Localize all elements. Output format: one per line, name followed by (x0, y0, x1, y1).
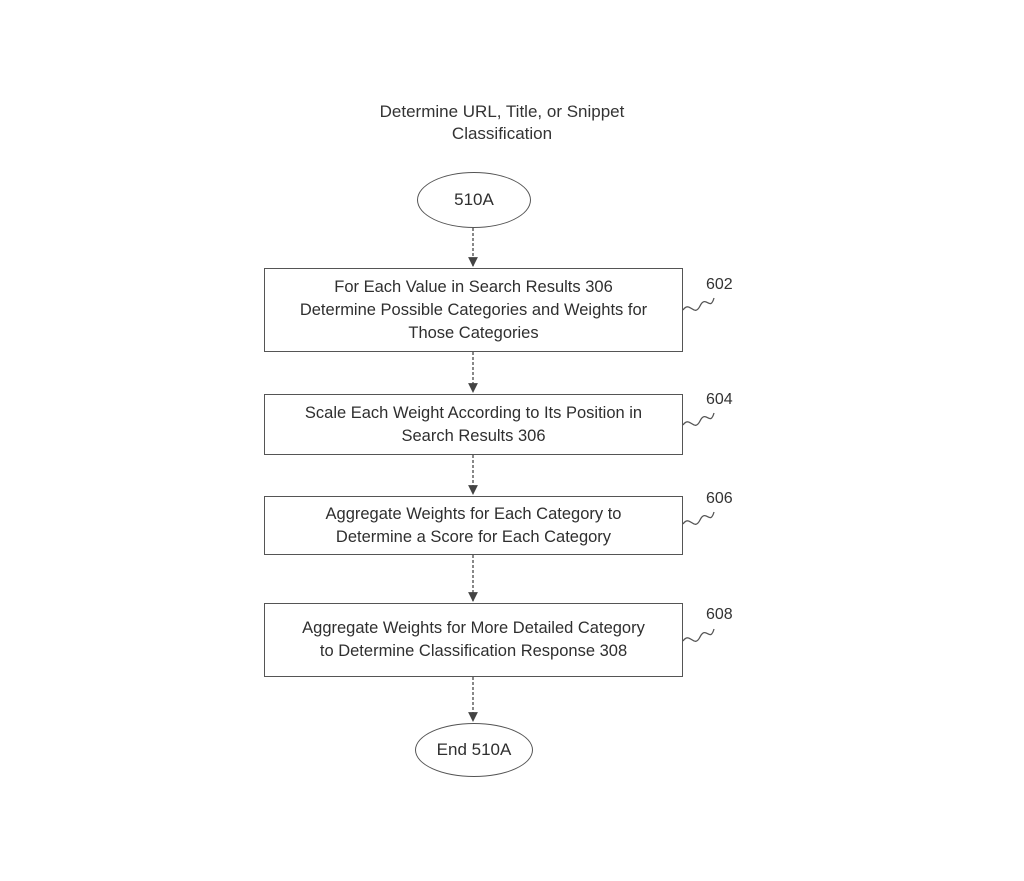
process-box-604: Scale Each Weight According to Its Posit… (264, 394, 683, 455)
process-608-line-1: Aggregate Weights for More Detailed Cate… (302, 619, 645, 637)
process-608-line-2: to Determine Classification Response 308 (319, 642, 628, 660)
process-606-line-1: Aggregate Weights for Each Category to (325, 504, 622, 523)
process-box-608: Aggregate Weights for More Detailed Cate… (264, 603, 683, 677)
process-602-line-2: Determine Possible Categories and Weight… (299, 300, 648, 319)
process-602-line-3: Those Categories (408, 323, 539, 342)
reference-label-602: 602 (706, 276, 733, 293)
process-604-line-1: Scale Each Weight According to Its Posit… (304, 403, 643, 422)
reference-label-604: 604 (706, 391, 733, 408)
heading-line-1: Determine URL, Title, or Snippet (379, 102, 625, 121)
heading-line-2: Classification (451, 124, 553, 143)
start-terminal-label: 510A (454, 190, 494, 209)
leader-606 (682, 511, 715, 525)
end-terminal: End 510A (415, 723, 533, 777)
end-terminal-label: End 510A (436, 740, 512, 759)
reference-label-606: 606 (706, 490, 733, 507)
leader-602 (682, 297, 715, 311)
process-602-line-1: For Each Value in Search Results 306 (334, 277, 613, 296)
start-terminal: 510A (417, 172, 531, 228)
leader-604 (682, 412, 715, 426)
diagram-heading: Determine URL, Title, or Snippet Classif… (302, 101, 702, 145)
leader-608 (682, 628, 715, 642)
process-604-line-2: Search Results 306 (401, 426, 546, 445)
process-box-606: Aggregate Weights for Each Category to D… (264, 496, 683, 555)
reference-label-608: 608 (706, 606, 733, 623)
process-606-line-2: Determine a Score for Each Category (335, 527, 612, 546)
process-box-602: For Each Value in Search Results 306 Det… (264, 268, 683, 352)
